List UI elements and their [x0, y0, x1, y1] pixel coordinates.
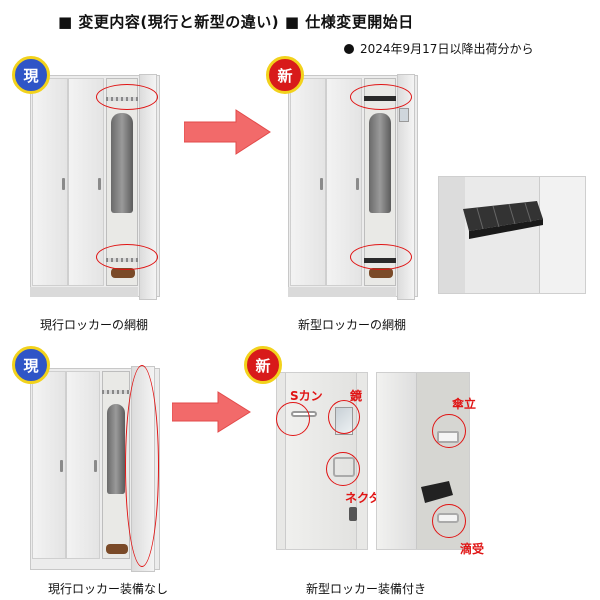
label-s-hook: Sカン [290, 389, 323, 403]
highlight-ring [432, 414, 466, 448]
door-handle [356, 178, 359, 190]
door-handle [320, 178, 323, 190]
coat-image [111, 113, 133, 213]
locker-base [30, 287, 138, 297]
caption-current-shelf: 現行ロッカーの網棚 [40, 318, 149, 332]
open-door-panel [377, 373, 417, 549]
caption-new-shelf: 新型ロッカーの網棚 [298, 318, 407, 332]
shoe-shelf-icon [421, 481, 453, 503]
shelf-closeup-photo [438, 176, 586, 294]
shoes-image [369, 268, 393, 278]
highlight-ring [350, 84, 412, 110]
new-badge: 新 [266, 56, 304, 94]
highlight-ring [326, 452, 360, 486]
open-door [397, 74, 415, 300]
highlight-ring [432, 504, 466, 538]
photo-door-edge [539, 177, 585, 293]
start-date-note: 2024年9月17日以降出荷分から [344, 40, 533, 57]
coat-image [369, 113, 391, 213]
start-date-text: 2024年9月17日以降出荷分から [360, 42, 534, 56]
wire-shelf [102, 390, 130, 394]
door-handle [62, 178, 65, 190]
highlight-ring [276, 402, 310, 436]
door-handle [98, 178, 101, 190]
mirror-image [399, 108, 409, 122]
arrow-right-icon [172, 391, 251, 433]
caption-current-equipment: 現行ロッカー装備なし [48, 582, 169, 596]
shoes-image [111, 268, 135, 278]
label-umbrella-stand: 傘立 [452, 397, 477, 411]
arrow-right-icon [184, 109, 271, 155]
new-badge: 新 [244, 346, 282, 384]
open-door [139, 74, 157, 300]
door-handle [60, 460, 63, 472]
coat-image [107, 404, 125, 494]
highlight-ring [96, 84, 158, 110]
highlight-ring [125, 365, 159, 567]
highlight-ring [350, 244, 412, 270]
black-shelf-icon [463, 201, 543, 239]
current-badge: 現 [12, 346, 50, 384]
highlight-ring [96, 244, 158, 270]
page-title: ■ 変更内容(現行と新型の違い) ■ 仕様変更開始日 [58, 13, 414, 31]
label-drip-tray: 滴受 [460, 542, 485, 556]
lock-image [349, 507, 357, 521]
bullet-icon [344, 44, 354, 54]
locker-base [288, 287, 396, 297]
label-mirror: 鏡 [350, 389, 363, 403]
door-handle [94, 460, 97, 472]
photo-wall [439, 177, 465, 293]
current-badge: 現 [12, 56, 50, 94]
highlight-ring [328, 400, 360, 434]
shoes-image [106, 544, 128, 554]
caption-new-equipment: 新型ロッカー装備付き [306, 582, 427, 596]
